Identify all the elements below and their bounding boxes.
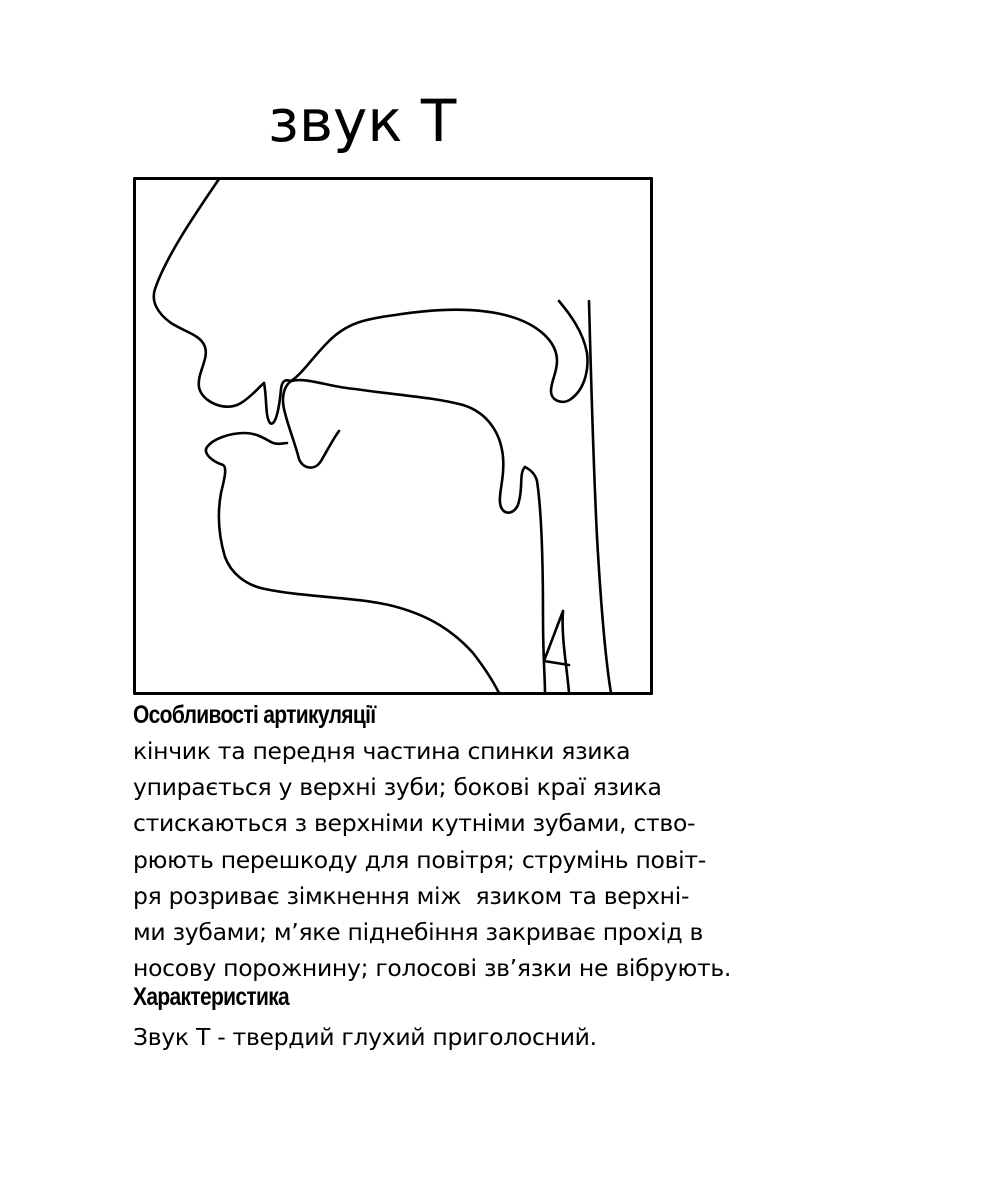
articulation-description: кінчик та передня частина спинки язика у… xyxy=(133,733,731,986)
articulation-line: рюють перешкоду для повітря; струмінь по… xyxy=(133,845,706,874)
articulation-line: кінчик та передня частина спинки язика xyxy=(133,737,631,765)
larynx xyxy=(561,609,571,695)
face-profile-lower xyxy=(204,431,501,695)
pharynx-front xyxy=(523,465,547,695)
page-title: звук Т xyxy=(268,87,457,155)
articulation-line: ря розриває зімкнення між язиком та верх… xyxy=(133,881,690,910)
articulation-line: носову порожнину; голосові зв’язки не ві… xyxy=(133,954,732,983)
articulation-diagram xyxy=(133,177,653,695)
articulation-heading: Особливості артикуляції xyxy=(133,701,376,729)
characteristic-heading: Характеристика xyxy=(133,983,290,1011)
characteristic-text: Звук Т - твердий глухий приголосний. xyxy=(133,1023,597,1051)
pharynx-back xyxy=(587,299,613,695)
palate xyxy=(289,299,589,404)
articulation-line: упирається у верхні зуби; бокові краї яз… xyxy=(133,773,662,802)
face-profile-upper xyxy=(152,177,266,408)
articulation-line: стискаються з верхніми кутніми зубами, с… xyxy=(133,809,696,838)
upper-tooth xyxy=(262,378,293,425)
diagram-frame xyxy=(133,177,653,695)
articulation-line: ми зубами; м’яке піднебіння закриває про… xyxy=(133,918,703,947)
tongue-tip xyxy=(281,379,341,469)
tongue xyxy=(289,378,527,514)
epiglottis xyxy=(542,609,571,667)
